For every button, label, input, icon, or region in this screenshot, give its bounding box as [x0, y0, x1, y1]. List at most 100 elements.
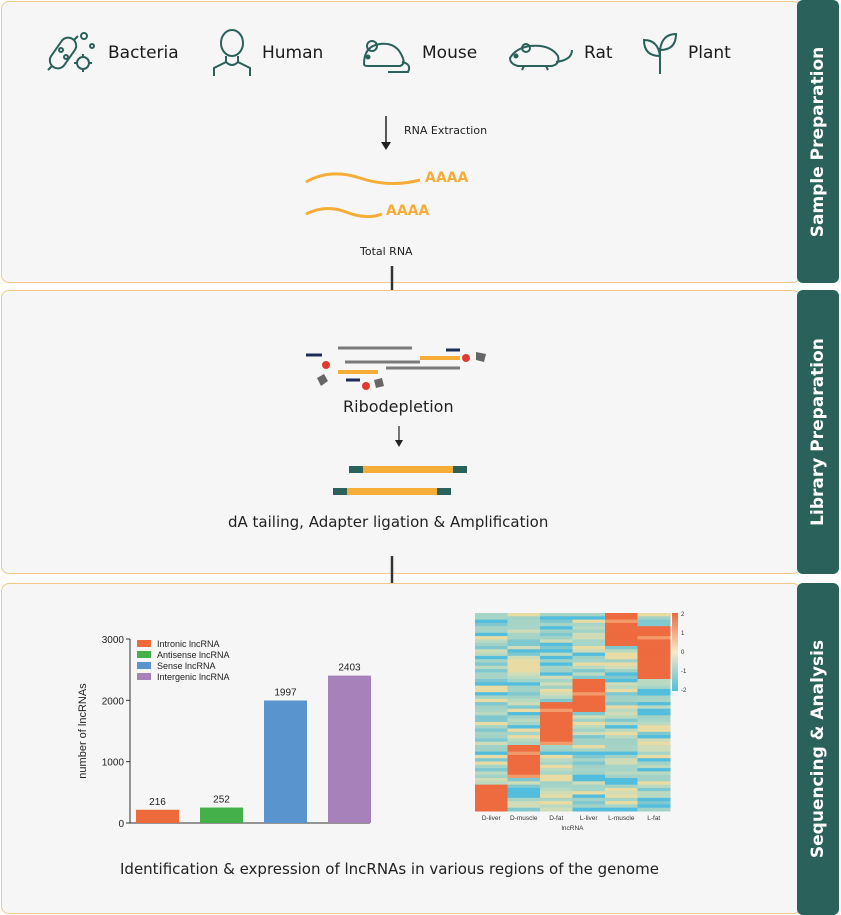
- heatmap-cell: [540, 688, 573, 693]
- heatmap-cell: [605, 801, 638, 805]
- bar-value-label: 2403: [338, 663, 361, 674]
- heatmap-cell: [605, 659, 638, 663]
- heatmap-cell: [572, 622, 606, 627]
- heatmap-cell: [637, 715, 671, 720]
- heatmap-cell: [507, 741, 541, 746]
- heatmap-cell: [507, 692, 541, 696]
- organism-human: Human: [210, 26, 323, 80]
- heatmap-cell: [637, 649, 671, 654]
- heatmap-column-label: D-liver: [482, 815, 502, 822]
- heatmap-cell: [605, 692, 638, 696]
- heatmap-cell: [605, 675, 638, 680]
- heatmap-cell: [475, 804, 508, 809]
- heatmap-cell: [605, 751, 638, 756]
- heatmap-cell: [637, 738, 671, 743]
- heatmap-cell: [572, 649, 606, 654]
- heatmap-cell: [475, 682, 508, 687]
- heatmap-cell: [572, 665, 606, 670]
- heatmap-cell: [637, 741, 671, 746]
- heatmap-cell: [507, 669, 541, 673]
- colorbar-tick-label: 0: [681, 650, 685, 656]
- bar-value-label: 1997: [274, 688, 297, 699]
- heatmap-cell: [572, 692, 606, 696]
- heatmap-cell: [507, 629, 541, 634]
- heatmap-cell: [605, 705, 638, 710]
- heatmap-cell: [637, 688, 671, 693]
- heatmap-cell: [605, 754, 638, 759]
- heatmap-cell: [637, 708, 671, 713]
- heatmap-cell: [605, 698, 638, 703]
- heatmap-cell: [637, 718, 671, 723]
- heatmap-cell: [637, 679, 671, 683]
- heatmap-cell: [637, 675, 671, 680]
- heatmap-cell: [507, 721, 541, 726]
- heatmap-cell: [637, 642, 671, 647]
- heatmap-cell: [475, 616, 508, 621]
- heatmap-cell: [540, 629, 573, 634]
- heatmap-cell: [475, 632, 508, 637]
- heatmap-cell: [507, 781, 541, 786]
- heatmap-cell: [507, 632, 541, 637]
- heatmap-x-label: lncRNA: [561, 825, 584, 832]
- heatmap-cell: [572, 748, 606, 753]
- heatmap-cell: [475, 751, 508, 756]
- heatmap-cell: [475, 807, 508, 812]
- heatmap-cell: [475, 721, 508, 726]
- heatmap-cell: [637, 702, 671, 706]
- heatmap-cell: [637, 735, 671, 739]
- heatmap-cell: [475, 748, 508, 753]
- heatmap-cell: [637, 784, 671, 789]
- heatmap-cell: [605, 731, 638, 736]
- heatmap-cell: [605, 758, 638, 762]
- legend-swatch: [137, 662, 151, 669]
- heatmap-cell: [507, 774, 541, 779]
- heatmap-cell: [605, 672, 638, 677]
- heatmap-cell: [540, 794, 573, 799]
- heatmap-cell: [540, 705, 573, 710]
- heatmap-cell: [475, 797, 508, 802]
- rna-extraction-label: RNA Extraction: [404, 124, 488, 137]
- sequencing-caption: Identification & expression of lncRNAs i…: [120, 860, 659, 878]
- heatmap-cell: [605, 797, 638, 802]
- heatmap-cell: [540, 626, 573, 630]
- heatmap-cell: [572, 738, 606, 743]
- heatmap-cell: [475, 679, 508, 683]
- heatmap-cell: [572, 781, 606, 786]
- heatmap-cell: [572, 784, 606, 789]
- heatmap-cell: [572, 688, 606, 693]
- heatmap-cell: [605, 715, 638, 720]
- heatmap-cell: [540, 781, 573, 786]
- heatmap-cell: [475, 745, 508, 749]
- heatmap-cell: [475, 655, 508, 660]
- heatmap-cell: [572, 741, 606, 746]
- heatmap-cell: [572, 801, 606, 805]
- sample-preparation-title: Sample Preparation: [808, 46, 828, 237]
- heatmap-cell: [507, 662, 541, 667]
- heatmap-cell: [572, 768, 606, 772]
- heatmap-colorbar: [672, 613, 678, 691]
- heatmap-cell: [475, 761, 508, 766]
- heatmap-cell: [637, 761, 671, 766]
- heatmap-cell: [637, 669, 671, 673]
- heatmap-cell: [507, 778, 541, 782]
- heatmap-cell: [507, 616, 541, 621]
- heatmap-cell: [605, 636, 638, 640]
- heatmap-cell: [605, 804, 638, 809]
- heatmap-cell: [572, 721, 606, 726]
- heatmap-cell: [475, 659, 508, 663]
- heatmap-cell: [540, 616, 573, 621]
- heatmap-cell: [605, 768, 638, 772]
- heatmap-cell: [507, 784, 541, 789]
- heatmap-cell: [475, 768, 508, 772]
- heatmap-cell: [605, 626, 638, 630]
- heatmap-cell: [540, 655, 573, 660]
- heatmap-cell: [475, 738, 508, 743]
- heatmap-cell: [540, 708, 573, 713]
- heatmap-cell: [637, 622, 671, 627]
- heatmap-cell: [572, 715, 606, 720]
- heatmap-cell: [540, 692, 573, 696]
- heatmap-cell: [637, 616, 671, 621]
- heatmap-cell: [540, 646, 573, 650]
- heatmap-cell: [540, 787, 573, 792]
- heatmap-cell: [572, 725, 606, 729]
